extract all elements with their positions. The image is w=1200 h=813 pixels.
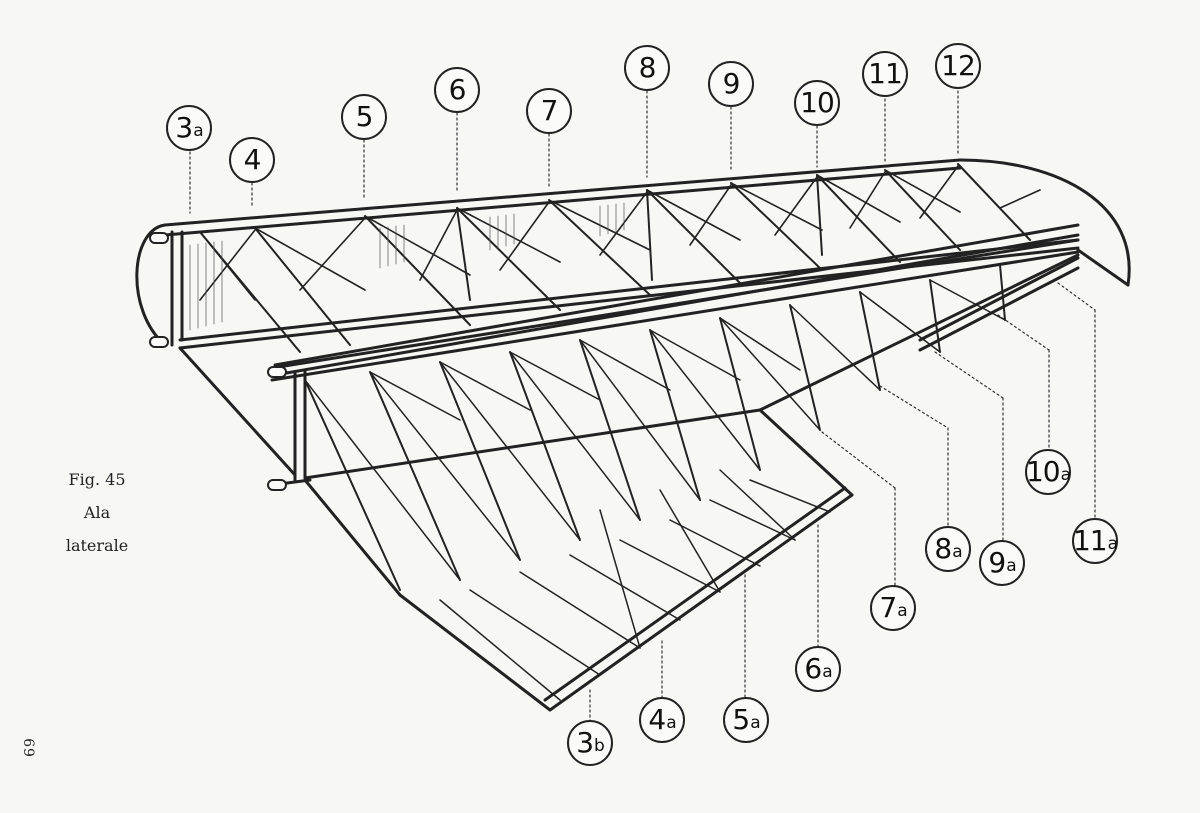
callout-7: 7	[526, 88, 572, 134]
page-number: 69	[19, 738, 36, 758]
callout-6: 6	[434, 67, 480, 113]
figure-title-line1: Ala	[83, 503, 111, 522]
callout-4: 4	[229, 137, 275, 183]
callout-11: 11	[862, 51, 908, 97]
lower-wing-bracing	[304, 279, 1006, 581]
fittings	[149, 232, 287, 491]
lower-wing-frame	[178, 238, 1080, 712]
figure-caption: Fig. 45 Ala laterale	[52, 463, 142, 562]
lower-wing-ribs	[304, 264, 1006, 591]
callout-10: 10	[794, 80, 840, 126]
callout-9: 9	[708, 61, 754, 107]
callout-12: 12	[935, 43, 981, 89]
callout-8: 8	[624, 45, 670, 91]
leader-lines	[189, 90, 1096, 723]
callout-5: 5	[341, 94, 387, 140]
aileron-ribs	[439, 469, 831, 701]
upper-wing-shading	[189, 202, 625, 331]
figure-title-line2: laterale	[65, 536, 129, 555]
figure-number: Fig. 45	[68, 470, 126, 489]
upper-wing-bracing	[199, 163, 1041, 301]
